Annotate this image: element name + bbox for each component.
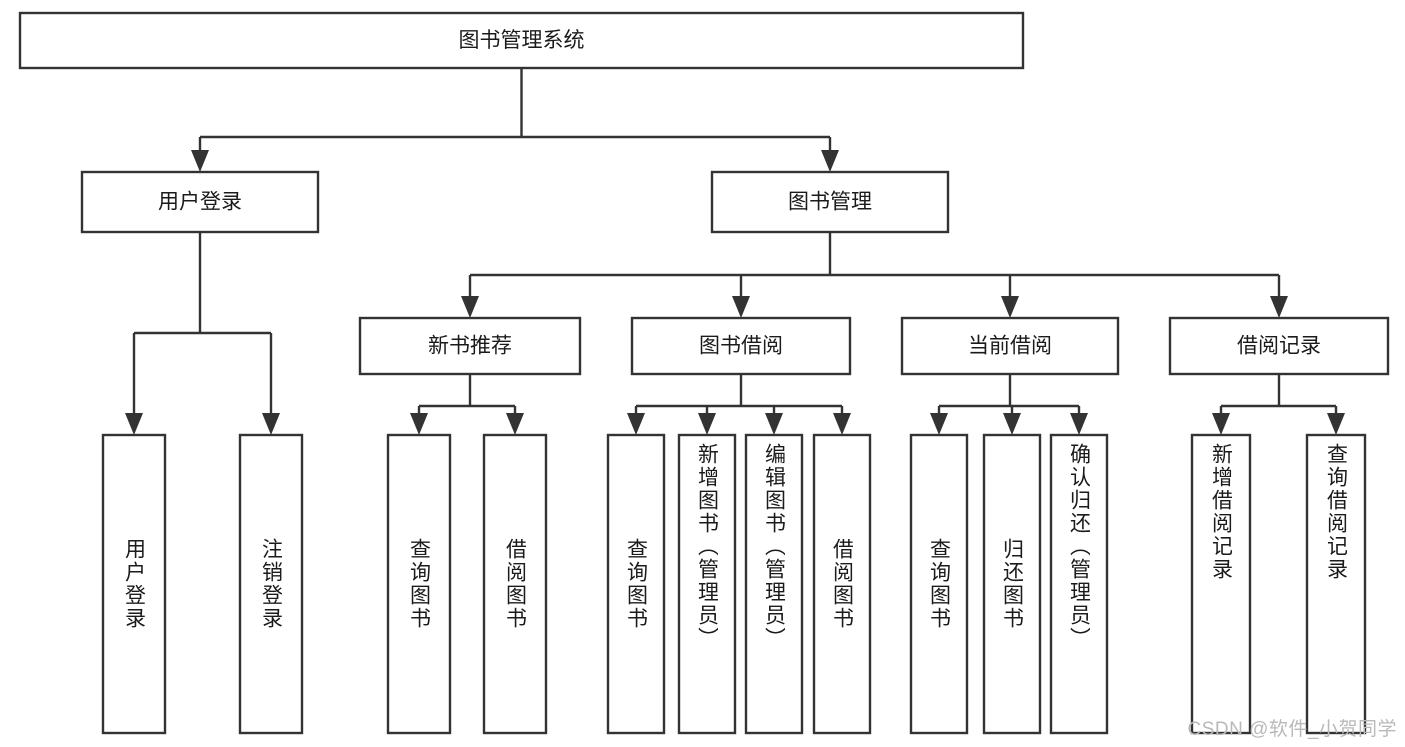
node-label-wrap-leaf-query-book-2: 查询图书 bbox=[608, 435, 664, 733]
node-label-wrap-leaf-return-book: 归还图书 bbox=[984, 435, 1040, 733]
node-label-wrap-leaf-query-record: 查询借阅记录 bbox=[1307, 435, 1365, 733]
arrow-down-icon-book-manage-2 bbox=[1001, 296, 1019, 318]
arrow-down-icon-current-borrow-1 bbox=[1003, 413, 1021, 435]
arrow-down-icon-root-1 bbox=[821, 150, 839, 172]
node-box-leaf-add-record[interactable] bbox=[1190, 433, 1252, 735]
node-label-wrap-leaf-borrow-book-1: 借阅图书 bbox=[484, 435, 546, 733]
arrow-down-icon-new-book-recommend-1 bbox=[506, 413, 524, 435]
node-label-leaf-edit-book: 编辑图书（管理员） bbox=[763, 443, 785, 650]
node-label-root: 图书管理系统 bbox=[459, 29, 585, 52]
node-label-leaf-confirm-return: 确认归还（管理员） bbox=[1068, 443, 1090, 650]
node-label-book-borrow: 图书借阅 bbox=[699, 335, 783, 358]
node-box-user-login[interactable] bbox=[80, 170, 320, 234]
arrow-down-icon-book-manage-3 bbox=[1270, 296, 1288, 318]
node-label-new-book-recommend: 新书推荐 bbox=[428, 335, 512, 358]
node-label-leaf-return-book: 归还图书 bbox=[1001, 538, 1023, 630]
arrow-down-icon-book-manage-0 bbox=[461, 296, 479, 318]
node-label-wrap-leaf-add-record: 新增借阅记录 bbox=[1192, 435, 1250, 733]
arrow-down-icon-user-login-1 bbox=[262, 413, 280, 435]
node-box-leaf-confirm-return[interactable] bbox=[1049, 433, 1109, 735]
node-label-wrap-leaf-confirm-return: 确认归还（管理员） bbox=[1051, 435, 1107, 733]
node-box-root[interactable] bbox=[18, 11, 1025, 70]
node-label-book-manage: 图书管理 bbox=[788, 191, 872, 214]
arrow-down-icon-book-manage-1 bbox=[732, 296, 750, 318]
arrow-down-icon-current-borrow-0 bbox=[930, 413, 948, 435]
node-label-wrap-leaf-borrow-book-2: 借阅图书 bbox=[814, 435, 870, 733]
node-label-wrap-leaf-user-login: 用户登录 bbox=[103, 435, 165, 733]
node-box-borrow-record[interactable] bbox=[1168, 316, 1390, 376]
arrow-down-icon-new-book-recommend-0 bbox=[410, 413, 428, 435]
node-box-leaf-borrow-book-1[interactable] bbox=[482, 433, 548, 735]
node-box-leaf-query-record[interactable] bbox=[1305, 433, 1367, 735]
node-label-borrow-record: 借阅记录 bbox=[1237, 335, 1321, 358]
node-box-leaf-query-book-3[interactable] bbox=[909, 433, 969, 735]
node-box-leaf-add-book[interactable] bbox=[677, 433, 737, 735]
node-label-wrap-leaf-edit-book: 编辑图书（管理员） bbox=[746, 435, 802, 733]
arrow-down-icon-book-borrow-1 bbox=[698, 413, 716, 435]
arrow-down-icon-borrow-record-0 bbox=[1212, 413, 1230, 435]
node-label-leaf-logout: 注销登录 bbox=[260, 538, 282, 630]
node-label-leaf-add-record: 新增借阅记录 bbox=[1210, 443, 1232, 581]
node-box-book-manage[interactable] bbox=[710, 170, 950, 234]
node-label-wrap-leaf-logout: 注销登录 bbox=[240, 435, 302, 733]
node-label-wrap-leaf-query-book-1: 查询图书 bbox=[388, 435, 450, 733]
node-label-wrap-leaf-query-book-3: 查询图书 bbox=[911, 435, 967, 733]
node-label-leaf-query-book-2: 查询图书 bbox=[625, 538, 647, 630]
node-box-book-borrow[interactable] bbox=[630, 316, 852, 376]
node-label-leaf-borrow-book-1: 借阅图书 bbox=[504, 538, 526, 630]
node-box-leaf-borrow-book-2[interactable] bbox=[812, 433, 872, 735]
node-box-current-borrow[interactable] bbox=[900, 316, 1120, 376]
connectors-layer bbox=[125, 68, 1345, 435]
node-label-leaf-user-login: 用户登录 bbox=[123, 538, 145, 630]
node-label-wrap-leaf-add-book: 新增图书（管理员） bbox=[679, 435, 735, 733]
node-label-leaf-borrow-book-2: 借阅图书 bbox=[831, 538, 853, 630]
arrow-down-icon-book-borrow-3 bbox=[833, 413, 851, 435]
node-box-leaf-return-book[interactable] bbox=[982, 433, 1042, 735]
node-label-current-borrow: 当前借阅 bbox=[968, 335, 1052, 358]
node-box-new-book-recommend[interactable] bbox=[358, 316, 582, 376]
csdn-watermark: CSDN @软件_小贺同学 bbox=[1187, 719, 1397, 740]
arrow-down-icon-current-borrow-2 bbox=[1070, 413, 1088, 435]
node-label-leaf-query-record: 查询借阅记录 bbox=[1325, 443, 1347, 581]
node-label-leaf-query-book-3: 查询图书 bbox=[928, 538, 950, 630]
node-box-leaf-logout[interactable] bbox=[238, 433, 304, 735]
arrow-down-icon-borrow-record-1 bbox=[1327, 413, 1345, 435]
node-box-leaf-user-login[interactable] bbox=[101, 433, 167, 735]
boxes-layer bbox=[18, 11, 1390, 735]
arrow-down-icon-book-borrow-2 bbox=[765, 413, 783, 435]
node-box-leaf-edit-book[interactable] bbox=[744, 433, 804, 735]
arrow-down-icon-root-0 bbox=[191, 150, 209, 172]
node-label-leaf-add-book: 新增图书（管理员） bbox=[696, 443, 718, 650]
node-box-leaf-query-book-2[interactable] bbox=[606, 433, 666, 735]
arrow-down-icon-user-login-0 bbox=[125, 413, 143, 435]
arrow-down-icon-book-borrow-0 bbox=[627, 413, 645, 435]
node-box-leaf-query-book-1[interactable] bbox=[386, 433, 452, 735]
node-label-leaf-query-book-1: 查询图书 bbox=[408, 538, 430, 630]
node-label-user-login: 用户登录 bbox=[158, 191, 242, 214]
